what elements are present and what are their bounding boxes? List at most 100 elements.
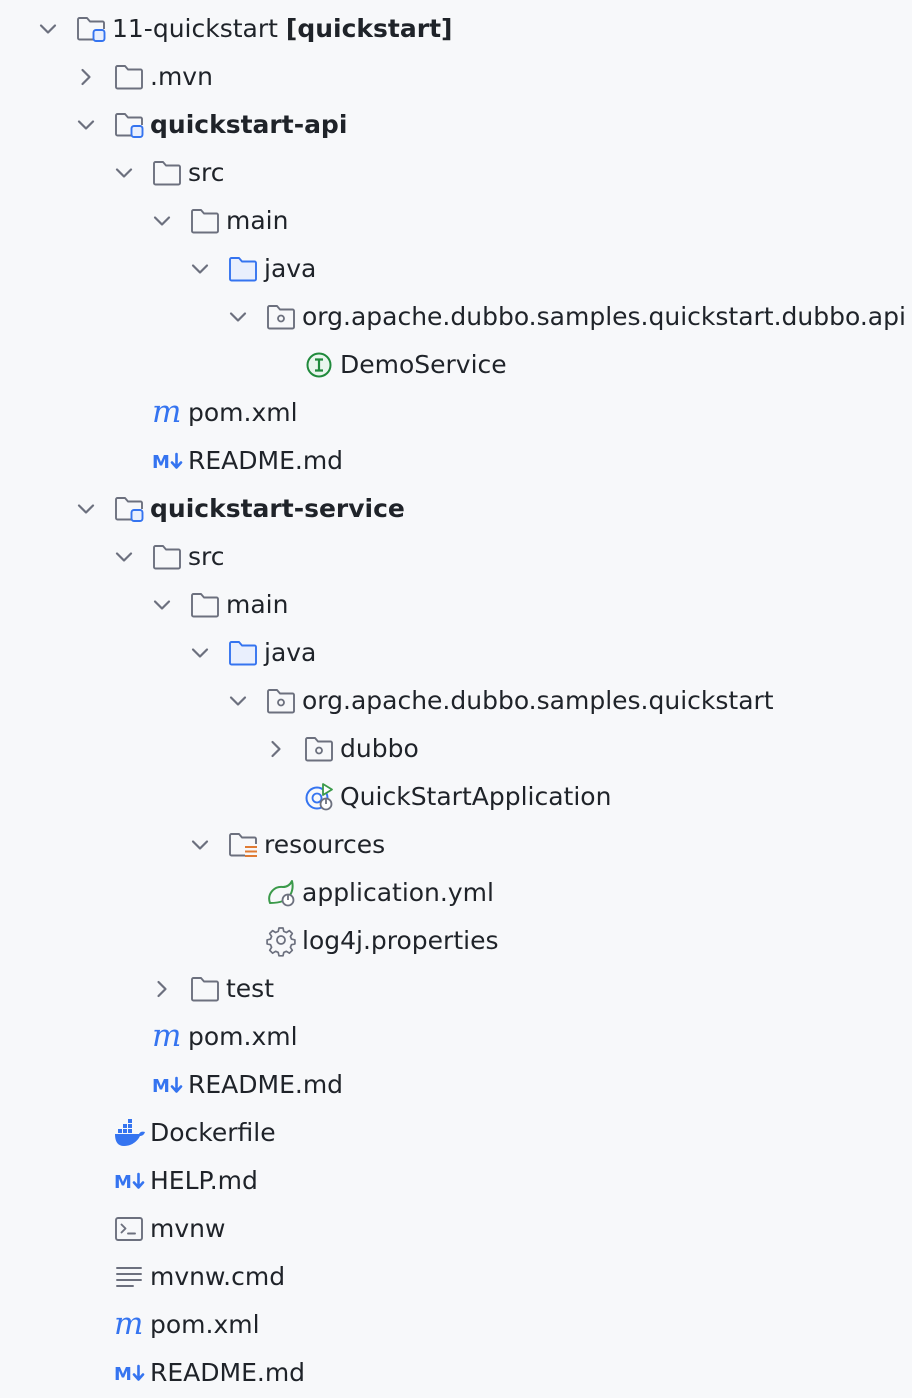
module-name-suffix: [quickstart]: [285, 14, 453, 43]
package-icon: [304, 735, 334, 763]
tree-row[interactable]: application.yml: [0, 869, 912, 917]
package-icon: [266, 303, 296, 331]
tree-item-name: README.md: [188, 446, 344, 475]
module-folder-icon: [76, 15, 106, 43]
tree-item-name: application.yml: [302, 878, 494, 907]
chevron-right-icon[interactable]: [150, 977, 174, 1001]
tree-item-label: application.yml: [302, 869, 494, 917]
svg-text:m: m: [152, 394, 181, 430]
tree-item-name: HELP.md: [150, 1166, 258, 1195]
tree-item-label: quickstart-service: [150, 485, 405, 533]
tree-row[interactable]: java: [0, 245, 912, 293]
chevron-down-icon[interactable]: [188, 641, 212, 665]
spring-boot-app-icon: [304, 783, 334, 811]
tree-item-name: log4j.properties: [302, 926, 499, 955]
folder-icon: [114, 63, 144, 91]
tree-row[interactable]: DemoService: [0, 341, 912, 389]
chevron-down-icon[interactable]: [36, 17, 60, 41]
tree-row[interactable]: quickstart-service: [0, 485, 912, 533]
chevron-right-icon[interactable]: [74, 65, 98, 89]
tree-row[interactable]: quickstart-api: [0, 101, 912, 149]
svg-text:M: M: [152, 452, 170, 473]
tree-item-label: java: [264, 245, 316, 293]
tree-item-name: src: [188, 542, 225, 571]
chevron-down-icon[interactable]: [150, 593, 174, 617]
tree-item-name: 11-quickstart: [112, 14, 278, 43]
tree-row[interactable]: test: [0, 965, 912, 1013]
tree-item-name: QuickStartApplication: [340, 782, 612, 811]
chevron-down-icon[interactable]: [74, 497, 98, 521]
resources-folder-icon: [228, 831, 258, 859]
tree-item-name: .mvn: [150, 62, 213, 91]
tree-item-name: org.apache.dubbo.samples.quickstart: [302, 686, 774, 715]
tree-item-label: java: [264, 629, 316, 677]
folder-icon: [152, 159, 182, 187]
tree-row[interactable]: mvnw.cmd: [0, 1253, 912, 1301]
tree-item-label: main: [226, 197, 288, 245]
tree-row[interactable]: log4j.properties: [0, 917, 912, 965]
tree-item-label: README.md: [188, 1061, 343, 1109]
tree-item-label: quickstart-api: [150, 101, 347, 149]
tree-row[interactable]: org.apache.dubbo.samples.quickstart.dubb…: [0, 293, 912, 341]
tree-row[interactable]: java: [0, 629, 912, 677]
maven-icon: m: [114, 1306, 144, 1342]
tree-item-name: org.apache.dubbo.samples.quickstart.dubb…: [302, 302, 906, 331]
tree-item-name: quickstart-api: [150, 110, 348, 139]
markdown-icon: M: [152, 1071, 183, 1099]
tree-item-name: pom.xml: [150, 1310, 260, 1339]
tree-row[interactable]: .mvn: [0, 53, 912, 101]
folder-icon: [190, 591, 220, 619]
tree-item-label: org.apache.dubbo.samples.quickstart: [302, 677, 774, 725]
tree-row[interactable]: resources: [0, 821, 912, 869]
module-folder-icon: [114, 111, 144, 139]
tree-row[interactable]: M README.md: [0, 437, 912, 485]
tree-row[interactable]: M README.md: [0, 1349, 912, 1397]
tree-item-name: dubbo: [340, 734, 419, 763]
markdown-icon: M: [152, 447, 183, 475]
chevron-right-icon[interactable]: [264, 737, 288, 761]
chevron-down-icon[interactable]: [150, 209, 174, 233]
module-folder-icon: [114, 495, 144, 523]
tree-row[interactable]: QuickStartApplication: [0, 773, 912, 821]
tree-row[interactable]: main: [0, 581, 912, 629]
tree-item-name: pom.xml: [188, 1022, 298, 1051]
tree-row[interactable]: org.apache.dubbo.samples.quickstart: [0, 677, 912, 725]
tree-item-label: log4j.properties: [302, 917, 498, 965]
tree-item-label: src: [188, 533, 225, 581]
tree-item-name: pom.xml: [188, 398, 298, 427]
tree-row[interactable]: dubbo: [0, 725, 912, 773]
chevron-down-icon[interactable]: [112, 161, 136, 185]
tree-item-label: dubbo: [340, 725, 419, 773]
markdown-icon: M: [114, 1359, 145, 1387]
tree-row[interactable]: Dockerfile: [0, 1109, 912, 1157]
chevron-down-icon[interactable]: [226, 305, 250, 329]
tree-item-label: pom.xml: [188, 1013, 298, 1061]
source-folder-icon: [228, 639, 258, 667]
tree-item-name: README.md: [150, 1358, 306, 1387]
tree-item-name: DemoService: [340, 350, 507, 379]
chevron-down-icon[interactable]: [112, 545, 136, 569]
chevron-down-icon[interactable]: [74, 113, 98, 137]
tree-row[interactable]: 11-quickstart [quickstart]: [0, 5, 912, 53]
chevron-down-icon[interactable]: [226, 689, 250, 713]
docker-icon: [114, 1119, 145, 1147]
package-icon: [266, 687, 296, 715]
tree-row[interactable]: src: [0, 533, 912, 581]
tree-row[interactable]: src: [0, 149, 912, 197]
tree-row[interactable]: main: [0, 197, 912, 245]
chevron-down-icon[interactable]: [188, 833, 212, 857]
chevron-down-icon[interactable]: [188, 257, 212, 281]
svg-text:M: M: [114, 1364, 132, 1385]
tree-item-label: mvnw.cmd: [150, 1253, 285, 1301]
tree-item-label: org.apache.dubbo.samples.quickstart.dubb…: [302, 293, 906, 341]
tree-item-label: src: [188, 149, 225, 197]
tree-row[interactable]: mvnw: [0, 1205, 912, 1253]
tree-item-name: mvnw.cmd: [150, 1262, 286, 1291]
tree-item-label: test: [226, 965, 274, 1013]
